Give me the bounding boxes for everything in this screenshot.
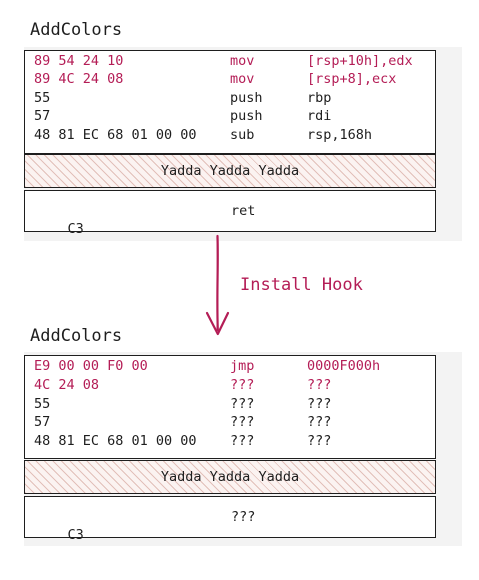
- after-row-1: E9 00 00 F0 00 jmp 0000F000h: [34, 357, 380, 375]
- after-row-3-bytes: 55: [34, 396, 51, 412]
- before-row-2: 89 4C 24 08 mov [rsp+8],ecx: [34, 70, 396, 88]
- after-row-5: 48 81 EC 68 01 00 00 ??? ???: [34, 432, 331, 450]
- after-row-5-mnemonic: ???: [230, 433, 255, 449]
- before-row-5-mnemonic: sub: [230, 127, 255, 143]
- before-row-3-operands: rbp: [307, 90, 332, 106]
- before-row-3-bytes: 55: [34, 90, 51, 106]
- install-hook-label: Install Hook: [240, 275, 363, 295]
- before-row-5-bytes: 48 81 EC 68 01 00 00: [34, 127, 197, 143]
- before-row-1-mnemonic: mov: [230, 53, 255, 69]
- before-row-3: 55 push rbp: [34, 89, 331, 107]
- after-filler-label: Yadda Yadda Yadda: [160, 469, 300, 485]
- before-row-2-mnemonic: mov: [230, 71, 255, 87]
- after-row-1-operands: 0000F000h: [307, 358, 381, 374]
- before-row-4: 57 push rdi: [34, 107, 331, 125]
- after-row-5-bytes: 48 81 EC 68 01 00 00: [34, 433, 197, 449]
- before-function-title: AddColors: [30, 20, 123, 40]
- after-row-3-operands: ???: [307, 396, 332, 412]
- before-row-1-operands: [rsp+10h],edx: [307, 53, 413, 69]
- before-filler-box: Yadda Yadda Yadda: [24, 154, 436, 188]
- before-ret-mnemonic: ret: [231, 203, 256, 219]
- after-code-box: [24, 355, 436, 459]
- after-row-2-bytes: 4C 24 08: [34, 377, 100, 393]
- before-row-4-operands: rdi: [307, 108, 332, 124]
- before-row-1-bytes: 89 54 24 10: [34, 53, 124, 69]
- before-filler-label: Yadda Yadda Yadda: [160, 163, 300, 179]
- after-row-2-operands: ???: [307, 377, 332, 393]
- after-row-1-bytes: E9 00 00 F0 00: [34, 358, 148, 374]
- before-row-2-bytes: 89 4C 24 08: [34, 71, 124, 87]
- after-row-4: 57 ??? ???: [34, 413, 331, 431]
- before-code-box: [24, 50, 436, 154]
- after-row-4-mnemonic: ???: [230, 414, 255, 430]
- after-row-2: 4C 24 08 ??? ???: [34, 376, 331, 394]
- before-ret-box: C3 ret: [24, 190, 436, 237]
- after-row-2-mnemonic: ???: [230, 377, 255, 393]
- after-ret-bytes: C3: [67, 527, 84, 543]
- before-row-5-operands: rsp,168h: [307, 127, 373, 143]
- before-row-1: 89 54 24 10 mov [rsp+10h],edx: [34, 52, 413, 70]
- after-row-3: 55 ??? ???: [34, 395, 331, 413]
- before-ret-bytes: C3: [67, 221, 84, 237]
- before-row-5: 48 81 EC 68 01 00 00 sub rsp,168h: [34, 126, 372, 144]
- before-row-3-mnemonic: push: [230, 90, 263, 106]
- after-row-5-operands: ???: [307, 433, 332, 449]
- before-row-4-mnemonic: push: [230, 108, 263, 124]
- after-function-title: AddColors: [30, 326, 123, 346]
- after-ret-box: C3 ???: [24, 496, 436, 543]
- after-row-1-mnemonic: jmp: [230, 358, 255, 374]
- after-row-4-operands: ???: [307, 414, 332, 430]
- before-row-2-operands: [rsp+8],ecx: [307, 71, 397, 87]
- before-row-4-bytes: 57: [34, 108, 51, 124]
- after-filler-box: Yadda Yadda Yadda: [24, 460, 436, 494]
- before-ret-row: C3 ret: [35, 202, 256, 274]
- after-row-4-bytes: 57: [34, 414, 51, 430]
- after-ret-row: C3 ???: [35, 508, 256, 580]
- after-ret-mnemonic: ???: [231, 509, 256, 525]
- install-hook-arrow: [205, 234, 230, 336]
- after-row-3-mnemonic: ???: [230, 396, 255, 412]
